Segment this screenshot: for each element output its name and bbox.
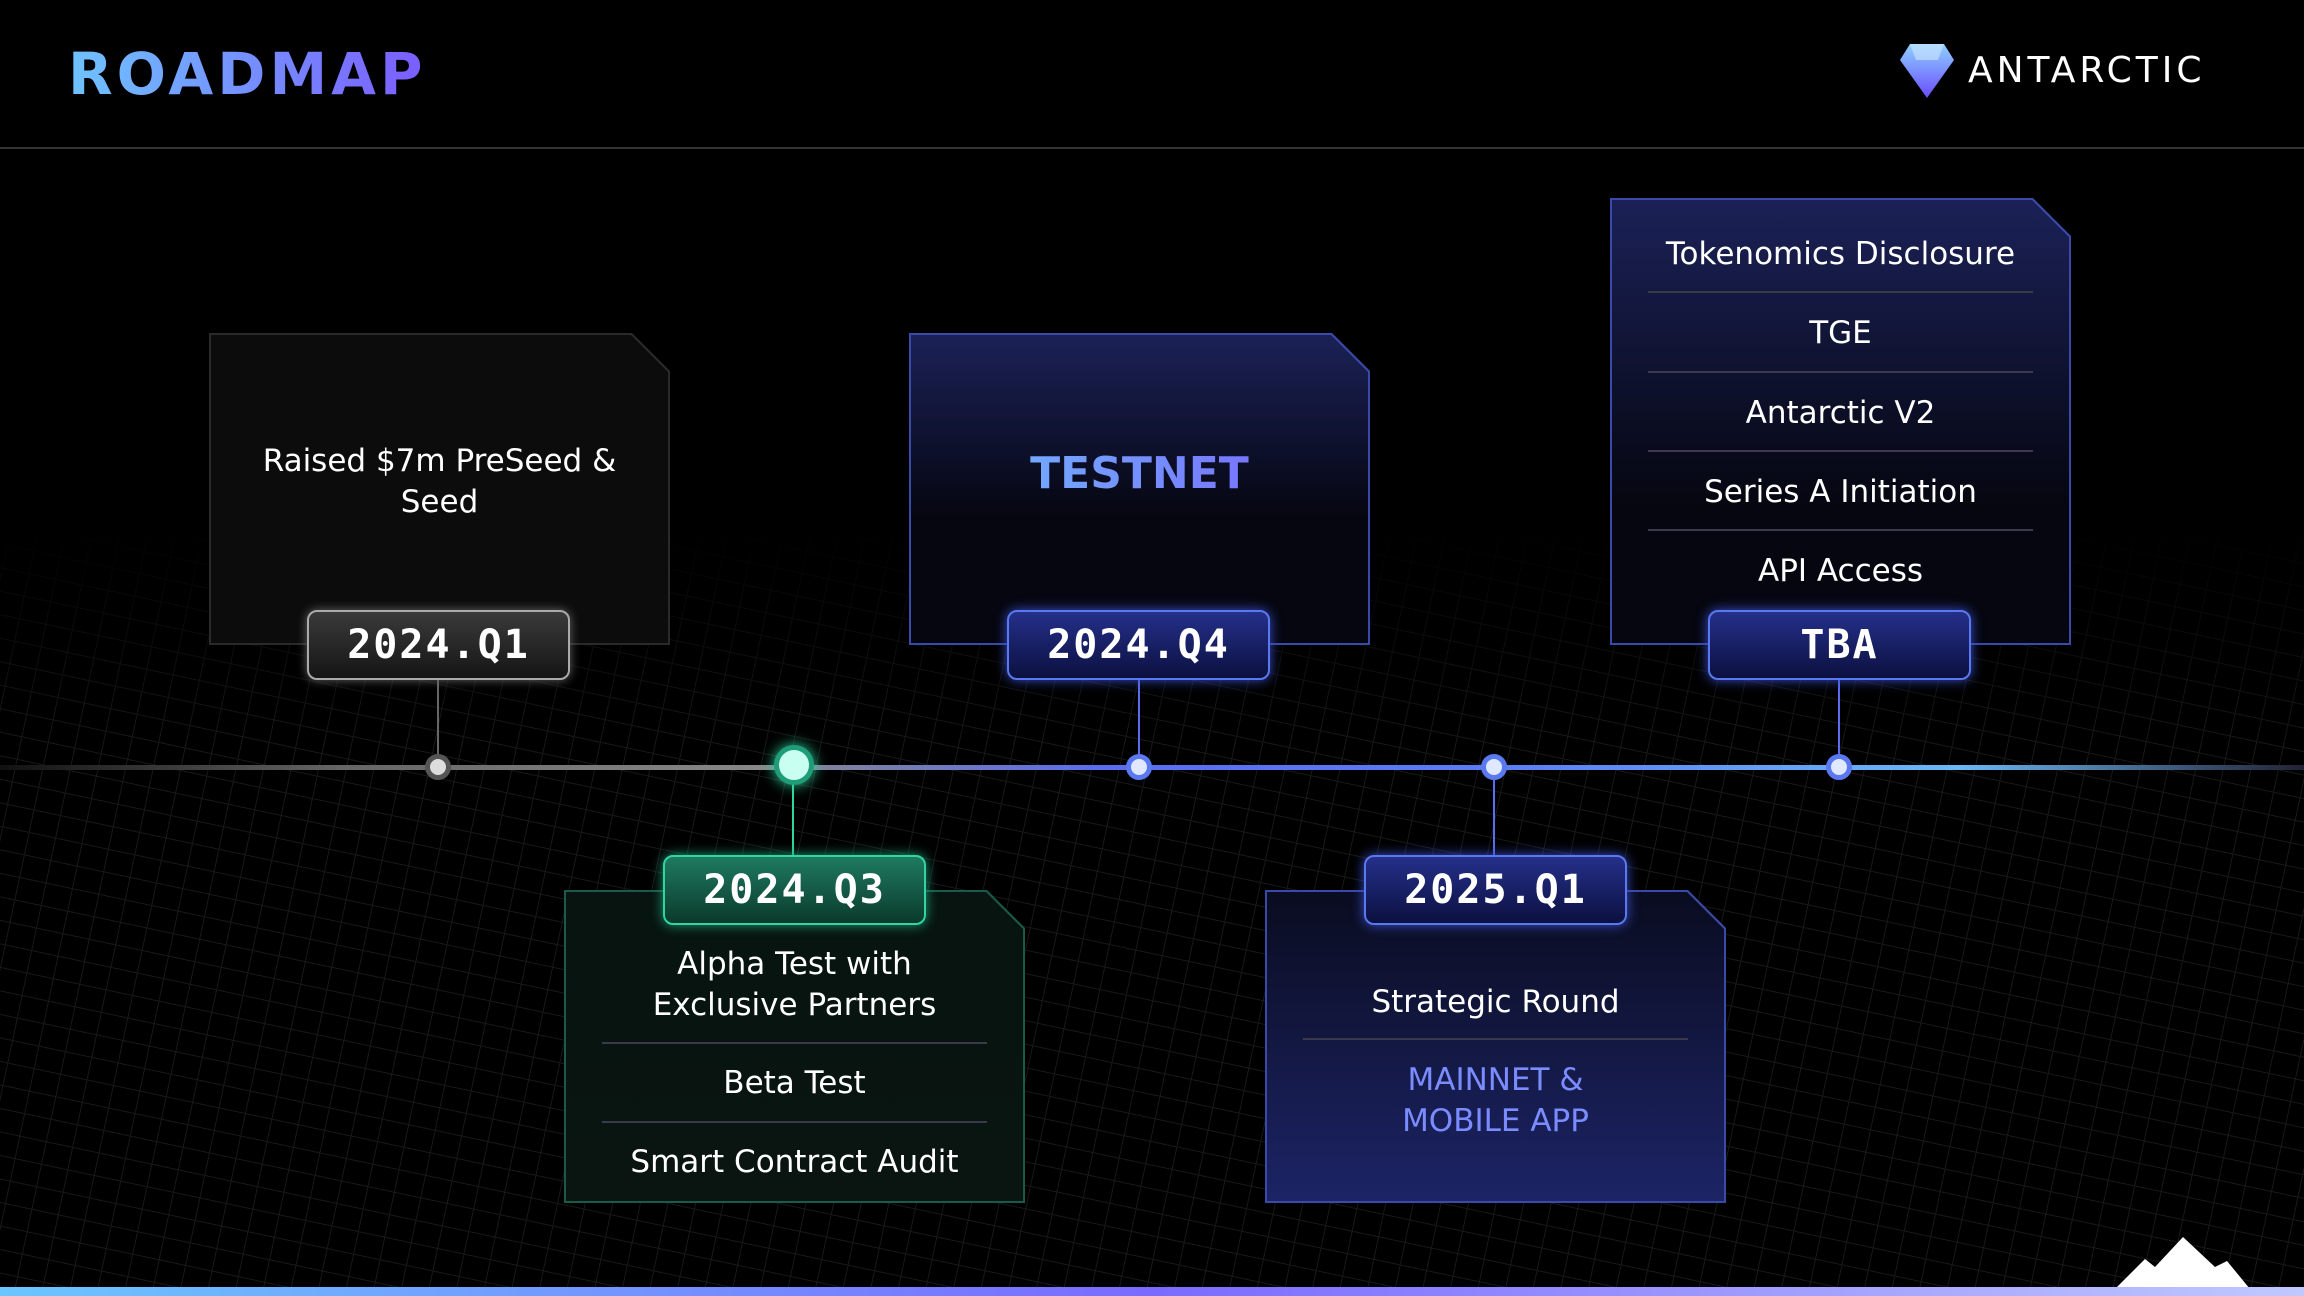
milestone-item: TGE (1809, 315, 1872, 351)
timeline-node-2024-q3 (774, 745, 814, 785)
timeline-track (0, 765, 2304, 770)
divider (1303, 1038, 1688, 1040)
milestone-card-tba: Tokenomics Disclosure TGE Antarctic V2 S… (1610, 198, 2071, 645)
timeline-node-2025-q1 (1481, 754, 1507, 780)
milestone-item: Beta Test (723, 1065, 866, 1101)
timeline-node-2024-q4 (1126, 754, 1152, 780)
connector (1838, 680, 1840, 760)
milestone-item: TESTNET (909, 453, 1370, 494)
milestone-item: Smart Contract Audit (630, 1144, 959, 1180)
milestone-card-2024-q3: Alpha Test with Exclusive Partners Beta … (564, 890, 1025, 1203)
milestone-item: Raised $7m PreSeed & Seed (262, 443, 617, 520)
milestone-card-2025-q1: Strategic Round MAINNET & MOBILE APP (1265, 890, 1726, 1203)
divider (1648, 529, 2033, 531)
milestone-item: MAINNET & MOBILE APP (1402, 1062, 1589, 1139)
connector (792, 780, 794, 856)
page-title: ROADMAP (68, 40, 427, 108)
milestone-item: Antarctic V2 (1745, 395, 1936, 431)
diamond-logo-icon (1900, 44, 1954, 98)
connector (1493, 780, 1495, 856)
connector (1138, 680, 1140, 760)
date-badge-2024-q3: 2024.Q3 (663, 855, 926, 925)
divider (602, 1042, 987, 1044)
milestone-item: Alpha Test with Exclusive Partners (652, 946, 937, 1023)
header-divider (0, 147, 2304, 149)
timeline-node-tba (1826, 754, 1852, 780)
brand-name: ANTARCTIC (1968, 49, 2206, 91)
milestone-item: Strategic Round (1371, 984, 1620, 1020)
date-badge-2025-q1: 2025.Q1 (1364, 855, 1627, 925)
milestone-card-2024-q4: TESTNET (909, 333, 1370, 645)
date-badge-2024-q1: 2024.Q1 (307, 610, 570, 680)
milestone-item: Tokenomics Disclosure (1665, 236, 2016, 272)
connector (437, 680, 439, 760)
divider (602, 1121, 987, 1123)
milestone-card-2024-q1: Raised $7m PreSeed & Seed (209, 333, 670, 645)
timeline-node-2024-q1 (425, 754, 451, 780)
brand-logo: ANTARCTIC (1898, 40, 2205, 100)
bottom-gradient-bar (0, 1287, 2304, 1296)
mountain-icon (2115, 1237, 2250, 1289)
divider (1648, 450, 2033, 452)
date-badge-2024-q4: 2024.Q4 (1007, 610, 1270, 680)
divider (1648, 371, 2033, 373)
date-badge-tba: TBA (1708, 610, 1971, 680)
milestone-item: Series A Initiation (1704, 474, 1977, 510)
milestone-item: API Access (1757, 553, 1924, 589)
divider (1648, 291, 2033, 293)
